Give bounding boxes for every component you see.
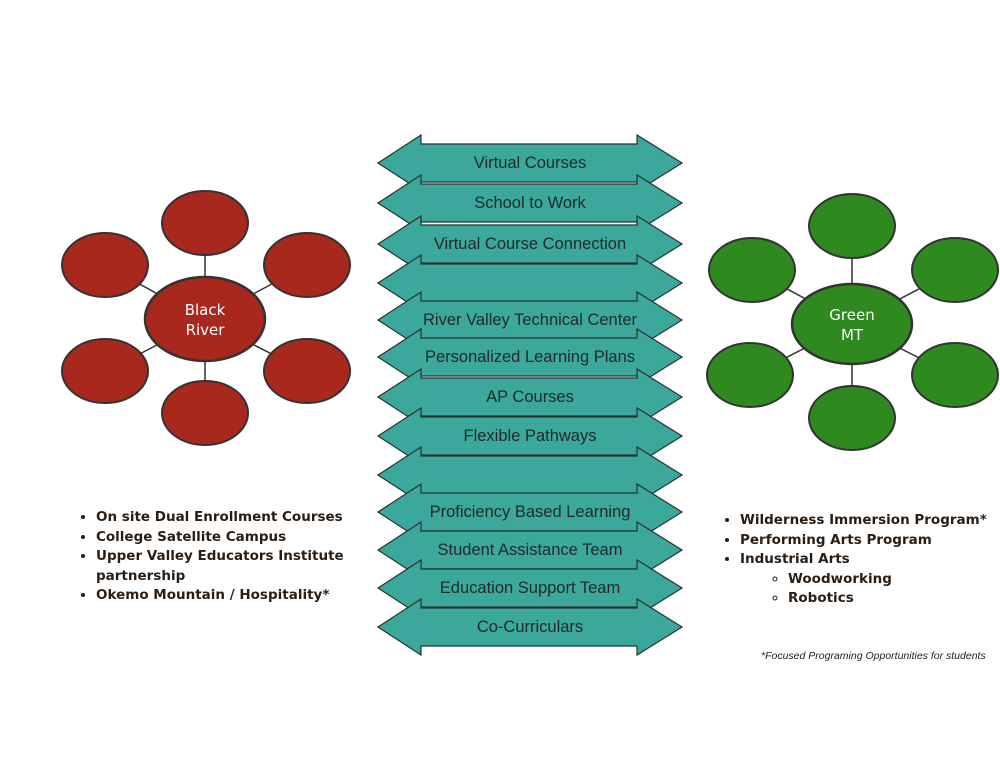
list-item: On site Dual Enrollment Courses — [96, 508, 396, 528]
band-label: AP Courses — [486, 388, 574, 406]
list-item: Industrial Arts Woodworking Robotics — [740, 550, 1000, 609]
left-cluster — [61, 190, 351, 446]
satellite-node — [263, 338, 351, 404]
list-item: Performing Arts Program — [740, 531, 1000, 551]
hub-node — [143, 275, 267, 363]
band-label: Student Assistance Team — [437, 541, 623, 559]
band-label: Flexible Pathways — [463, 427, 597, 445]
left-program-list: On site Dual Enrollment Courses College … — [62, 508, 396, 606]
satellite-node — [61, 232, 149, 298]
arrow-band — [376, 597, 684, 657]
list-item: Wilderness Immersion Program* — [740, 511, 1000, 531]
satellite-node — [911, 342, 999, 408]
right-program-list: Wilderness Immersion Program* Performing… — [706, 511, 1000, 609]
satellite-node — [263, 232, 351, 298]
satellite-node — [161, 380, 249, 446]
band-label: Education Support Team — [439, 579, 621, 597]
band-label: Proficiency Based Learning — [429, 503, 631, 521]
list-item: Okemo Mountain / Hospitality* — [96, 586, 396, 606]
list-item: College Satellite Campus — [96, 528, 396, 548]
list-item: Upper Valley Educators Institute partner… — [96, 547, 396, 586]
band-label: River Valley Technical Center — [423, 311, 637, 329]
sub-list-item: Robotics — [788, 589, 1000, 609]
satellite-node — [161, 190, 249, 256]
satellite-node — [911, 237, 999, 303]
sub-list: Woodworking Robotics — [740, 570, 1000, 609]
satellite-node — [808, 385, 896, 451]
band-label: Co-Curriculars — [476, 618, 584, 636]
satellite-node — [706, 342, 794, 408]
satellite-node — [61, 338, 149, 404]
hub-node — [790, 282, 914, 366]
band-label: School to Work — [474, 194, 586, 212]
band-label: Virtual Courses — [473, 154, 587, 172]
band-label: Virtual Course Connection — [433, 235, 627, 253]
sub-list-item: Woodworking — [788, 570, 1000, 590]
list-item-label: Industrial Arts — [740, 551, 850, 567]
right-cluster — [706, 193, 999, 451]
satellite-node — [708, 237, 796, 303]
arrow-bands — [376, 133, 684, 657]
band-label: Personalized Learning Plans — [424, 348, 636, 366]
satellite-node — [808, 193, 896, 259]
footnote: *Focused Programing Opportunities for st… — [761, 650, 986, 662]
